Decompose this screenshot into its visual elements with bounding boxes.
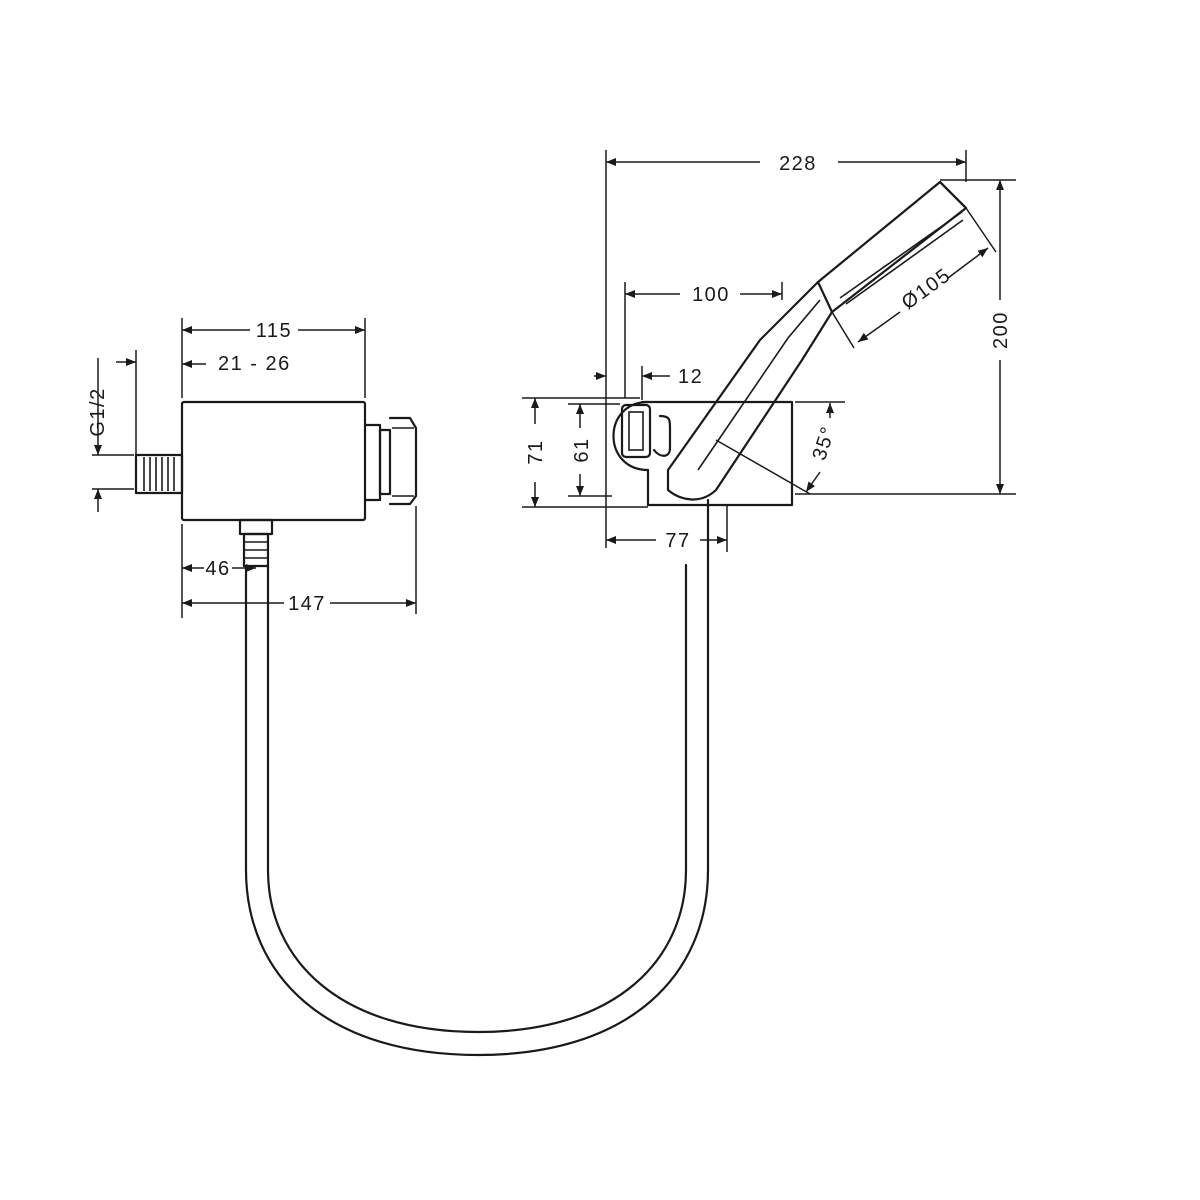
dimension-holder-inner-height: 61 [568, 403, 620, 497]
dim-label-dia-105: Ø105 [898, 264, 955, 314]
dim-label-100: 100 [692, 284, 730, 306]
dimension-overall-height: 200 [795, 179, 1016, 495]
dim-label-46: 46 [205, 558, 230, 580]
dimension-holder-offset: 100 [624, 282, 783, 398]
dim-label-21-26: 21 - 26 [218, 353, 291, 375]
dim-label-61: 61 [571, 437, 593, 462]
dim-label-147: 147 [288, 593, 326, 615]
dim-label-35deg: 35° [808, 423, 840, 463]
dimension-thread: G1/2 [87, 350, 137, 512]
dim-label-115: 115 [256, 320, 292, 342]
wall-outlet-body [180, 400, 418, 522]
hose-connector [238, 518, 274, 568]
dimension-holder-depth: 77 [606, 505, 728, 552]
dim-label-228: 228 [779, 153, 817, 175]
dim-label-12: 12 [678, 366, 703, 388]
dimension-outlet-projection: 21 - 26 [182, 353, 291, 375]
dim-label-71: 71 [525, 439, 547, 464]
dim-label-g1-2: G1/2 [87, 387, 109, 436]
dimension-holder-gap: 12 [594, 366, 703, 400]
dimension-outlet-depth: 115 [181, 318, 366, 398]
dim-label-77: 77 [665, 530, 690, 552]
dim-label-200: 200 [990, 311, 1012, 349]
hand-shower [666, 180, 968, 501]
threaded-connector [134, 453, 184, 495]
shower-hose [244, 498, 710, 1057]
dimension-holder-height: 71 [522, 397, 648, 508]
dimension-head-diameter: Ø105 [831, 207, 997, 349]
dimension-outlet-total: 147 [182, 506, 417, 615]
dimension-overall-width: 228 [605, 150, 967, 548]
